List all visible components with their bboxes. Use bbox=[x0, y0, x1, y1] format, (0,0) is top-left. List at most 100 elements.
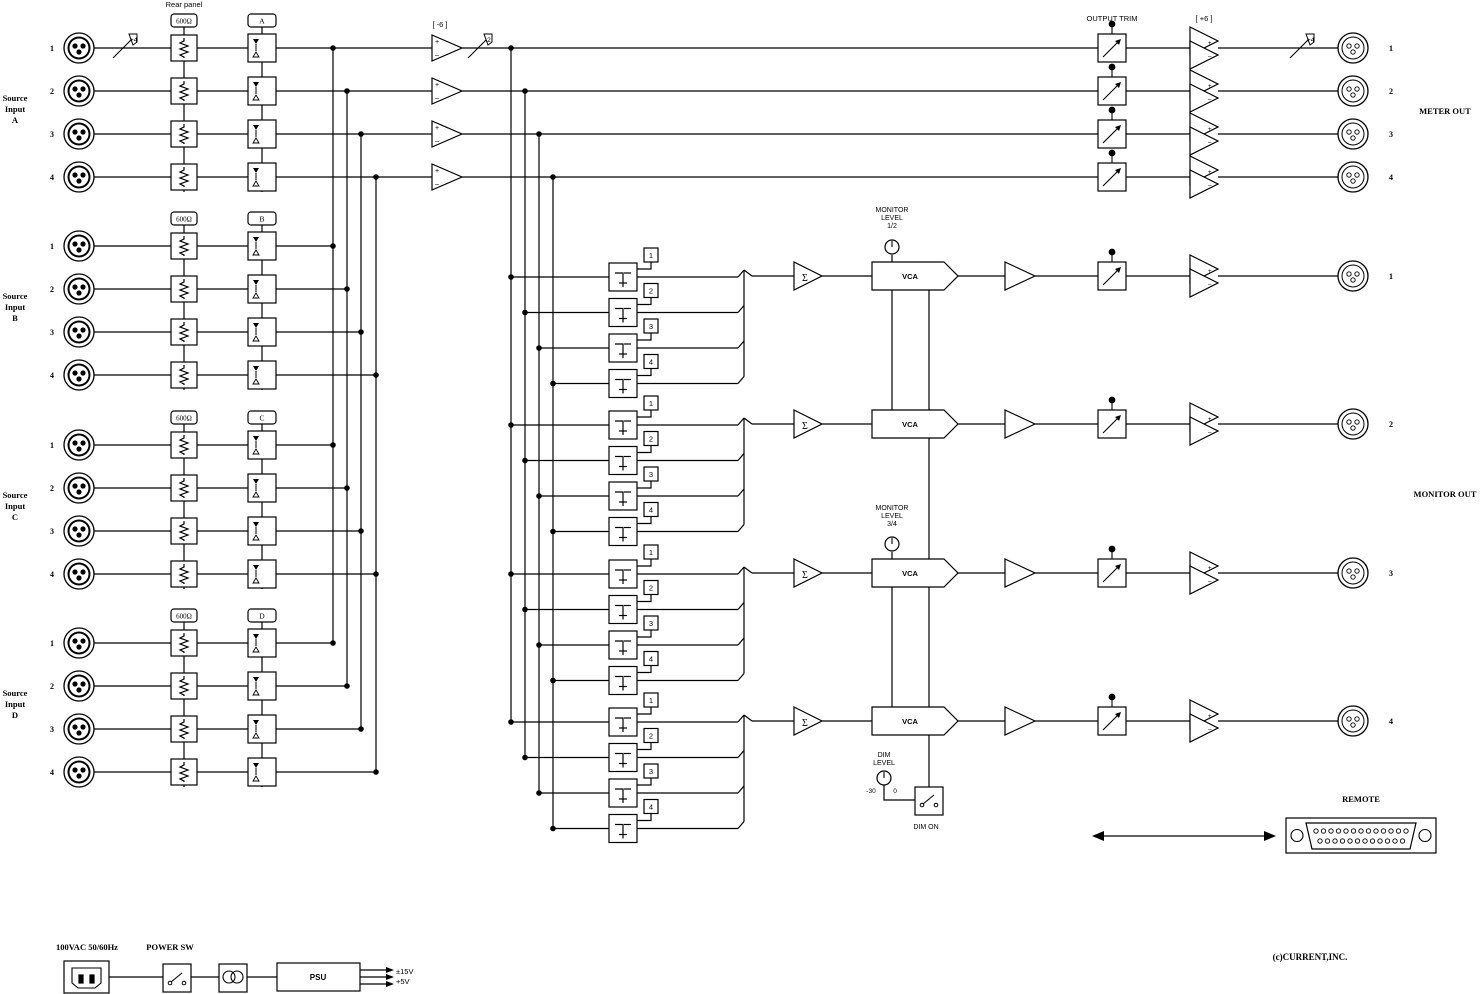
input-channel-number: 3 bbox=[50, 328, 54, 337]
bus-number: 3 bbox=[649, 322, 653, 331]
level-marker bbox=[128, 33, 138, 46]
junction-dot bbox=[330, 45, 336, 51]
svg-text:–: – bbox=[1208, 54, 1212, 60]
svg-text:–: – bbox=[1208, 183, 1212, 189]
selector-box bbox=[247, 211, 277, 226]
bus-number-box bbox=[643, 282, 659, 299]
input-channel-number: 1 bbox=[50, 639, 54, 648]
junction-dot bbox=[358, 131, 364, 137]
input-channel-number: 3 bbox=[50, 725, 54, 734]
sum-symbol: Σ bbox=[802, 421, 808, 432]
junction-dot bbox=[344, 286, 350, 292]
vca bbox=[871, 706, 959, 736]
junction-dot bbox=[330, 640, 336, 646]
trim-knob bbox=[1108, 396, 1116, 404]
junction-dot bbox=[358, 329, 364, 335]
dim-on-label: DIM ON bbox=[913, 824, 938, 831]
psu-output-label: +5V bbox=[396, 977, 410, 986]
selector-label: B bbox=[259, 215, 264, 224]
monitor-channel-number: 3 bbox=[1389, 569, 1393, 578]
selector-relay bbox=[247, 671, 277, 701]
source-group-label: D bbox=[12, 710, 18, 720]
diff-amplifier: +– bbox=[431, 163, 464, 191]
xlr-output-jack bbox=[1337, 161, 1369, 193]
meter-channel-number: 4 bbox=[1389, 173, 1393, 182]
level-marker bbox=[483, 33, 493, 46]
impedance-label: 600Ω bbox=[176, 18, 192, 26]
sum-symbol: Σ bbox=[802, 273, 808, 284]
psu-box bbox=[276, 962, 361, 992]
power-switch bbox=[162, 963, 192, 993]
bus-number-box bbox=[643, 727, 659, 744]
selector-relay bbox=[247, 76, 277, 106]
bus-number-box bbox=[643, 353, 659, 370]
trim-knob bbox=[1108, 106, 1116, 114]
meter-channel-number: 2 bbox=[1389, 87, 1393, 96]
svg-text:+: + bbox=[1208, 714, 1212, 720]
input-channel-number: 3 bbox=[50, 130, 54, 139]
selector-relay bbox=[247, 628, 277, 658]
source-group-label: Source bbox=[3, 291, 28, 301]
input-channel-number: 4 bbox=[50, 570, 54, 579]
junction-dot bbox=[536, 790, 542, 796]
svg-text:+: + bbox=[435, 125, 439, 132]
xlr-input-jack bbox=[63, 32, 95, 64]
bus-number-box bbox=[643, 501, 659, 518]
svg-text:+: + bbox=[1208, 170, 1212, 176]
junction-dot bbox=[344, 485, 350, 491]
bus-number-box bbox=[643, 544, 659, 560]
svg-text:–: – bbox=[1208, 430, 1212, 436]
meter-channel-number: 1 bbox=[1389, 44, 1393, 53]
svg-text:–: – bbox=[1208, 579, 1212, 585]
junction-dot bbox=[330, 243, 336, 249]
dim-max-label: 0 bbox=[893, 788, 897, 795]
junction-dot bbox=[536, 345, 542, 351]
bus-number: 4 bbox=[649, 506, 653, 515]
summing-amp bbox=[793, 261, 824, 291]
junction-dot bbox=[550, 174, 556, 180]
buffer-amp bbox=[1004, 558, 1037, 588]
svg-text:+: + bbox=[1208, 566, 1212, 572]
selector-label: A bbox=[259, 17, 265, 26]
selector-box bbox=[247, 410, 277, 425]
impedance-label: 600Ω bbox=[176, 613, 192, 621]
xlr-input-jack bbox=[63, 472, 95, 504]
junction-dot bbox=[508, 571, 514, 577]
xlr-output-jack bbox=[1337, 260, 1369, 292]
trim-knob bbox=[1108, 149, 1116, 157]
buffer-amp bbox=[1004, 409, 1037, 439]
junction-dot bbox=[358, 726, 364, 732]
xlr-output-jack bbox=[1337, 118, 1369, 150]
impedance-box bbox=[170, 13, 198, 28]
xlr-output-jack bbox=[1337, 32, 1369, 64]
summing-amp bbox=[793, 409, 824, 439]
monitor-level-34-label: 3/4 bbox=[887, 521, 897, 528]
svg-text:–: – bbox=[435, 138, 439, 145]
bus-number: 1 bbox=[649, 251, 653, 260]
bus-number-box bbox=[643, 650, 659, 667]
source-group-label: Source bbox=[3, 93, 28, 103]
transformer bbox=[218, 963, 248, 993]
svg-text:+: + bbox=[435, 168, 439, 175]
xlr-input-jack bbox=[63, 230, 95, 262]
source-group-label: B bbox=[12, 313, 18, 323]
buffer-amp bbox=[1004, 261, 1037, 291]
svg-text:+: + bbox=[1208, 417, 1212, 423]
source-group-label: Input bbox=[5, 104, 25, 114]
svg-text:–: – bbox=[435, 95, 439, 102]
selector-relay bbox=[247, 231, 277, 261]
db25-shell bbox=[1305, 822, 1417, 850]
selector-relay bbox=[247, 360, 277, 390]
output-amplifier: +– bbox=[1189, 155, 1220, 199]
junction-dot bbox=[373, 571, 379, 577]
xlr-input-jack bbox=[63, 670, 95, 702]
junction-dot bbox=[330, 442, 336, 448]
bus-number: 2 bbox=[649, 584, 653, 593]
sum-symbol: Σ bbox=[802, 718, 808, 729]
vca bbox=[871, 409, 959, 439]
junction-dot bbox=[508, 719, 514, 725]
svg-text:–: – bbox=[1208, 140, 1212, 146]
xlr-input-jack bbox=[63, 75, 95, 107]
selector-relay bbox=[247, 757, 277, 787]
xlr-output-jack bbox=[1337, 75, 1369, 107]
